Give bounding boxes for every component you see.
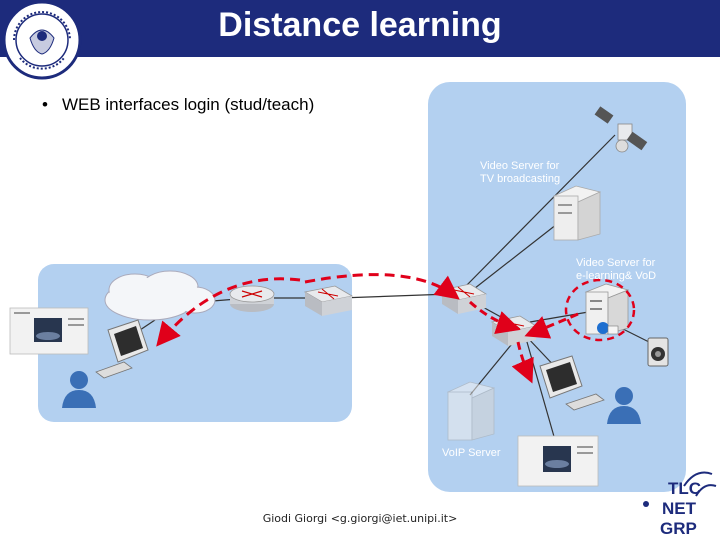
bullet-item: •WEB interfaces login (stud/teach)	[42, 95, 315, 114]
label-video-vod: Video Server for e-learning& VoD	[576, 257, 656, 283]
label-line: Video Server for	[576, 257, 656, 269]
label-line: TV broadcasting	[480, 173, 561, 185]
footer-author: Giodi Giorgi <g.giorgi@iet.unipi.it>	[262, 512, 458, 525]
cloud-icon	[104, 270, 216, 321]
university-seal-icon	[2, 0, 82, 80]
user-icon	[62, 371, 96, 408]
workstation-icon	[539, 355, 605, 411]
server-icon	[446, 381, 496, 441]
screen-thumbnail-icon	[9, 307, 89, 355]
dashed-route-down	[511, 341, 534, 384]
vod-server-highlight	[564, 278, 636, 342]
label-line: e-learning& VoD	[576, 270, 657, 282]
svg-text:GRP: GRP	[660, 519, 697, 538]
router-icon	[229, 285, 275, 312]
server-icon	[584, 283, 630, 335]
bullet-text: WEB interfaces login (stud/teach)	[61, 95, 315, 114]
slide-title: Distance learning	[218, 6, 502, 44]
switch-icon	[440, 283, 488, 314]
dashed-route-top	[304, 273, 460, 300]
switch-icon	[490, 315, 538, 346]
user-icon	[607, 387, 641, 424]
server-icon	[552, 185, 602, 241]
tlc-net-grp-logo-icon: TLC NET GRP	[643, 471, 717, 538]
dashed-route-vod	[524, 312, 579, 339]
svg-text:NET: NET	[662, 499, 697, 518]
svg-text:TLC: TLC	[668, 479, 701, 498]
satellite-icon	[594, 106, 648, 153]
title-bar	[0, 0, 720, 57]
label-video-tv: Video Server for TV broadcasting	[480, 160, 560, 186]
label-line: Video Server for	[480, 160, 560, 172]
label-voip: VoIP Server	[442, 447, 501, 459]
workstation-icon	[95, 319, 149, 379]
dashed-route-left	[156, 277, 301, 347]
screen-thumbnail-icon	[517, 435, 599, 487]
switch-icon	[303, 285, 354, 316]
dashed-route-mid	[468, 300, 521, 334]
camera-icon	[647, 337, 669, 367]
